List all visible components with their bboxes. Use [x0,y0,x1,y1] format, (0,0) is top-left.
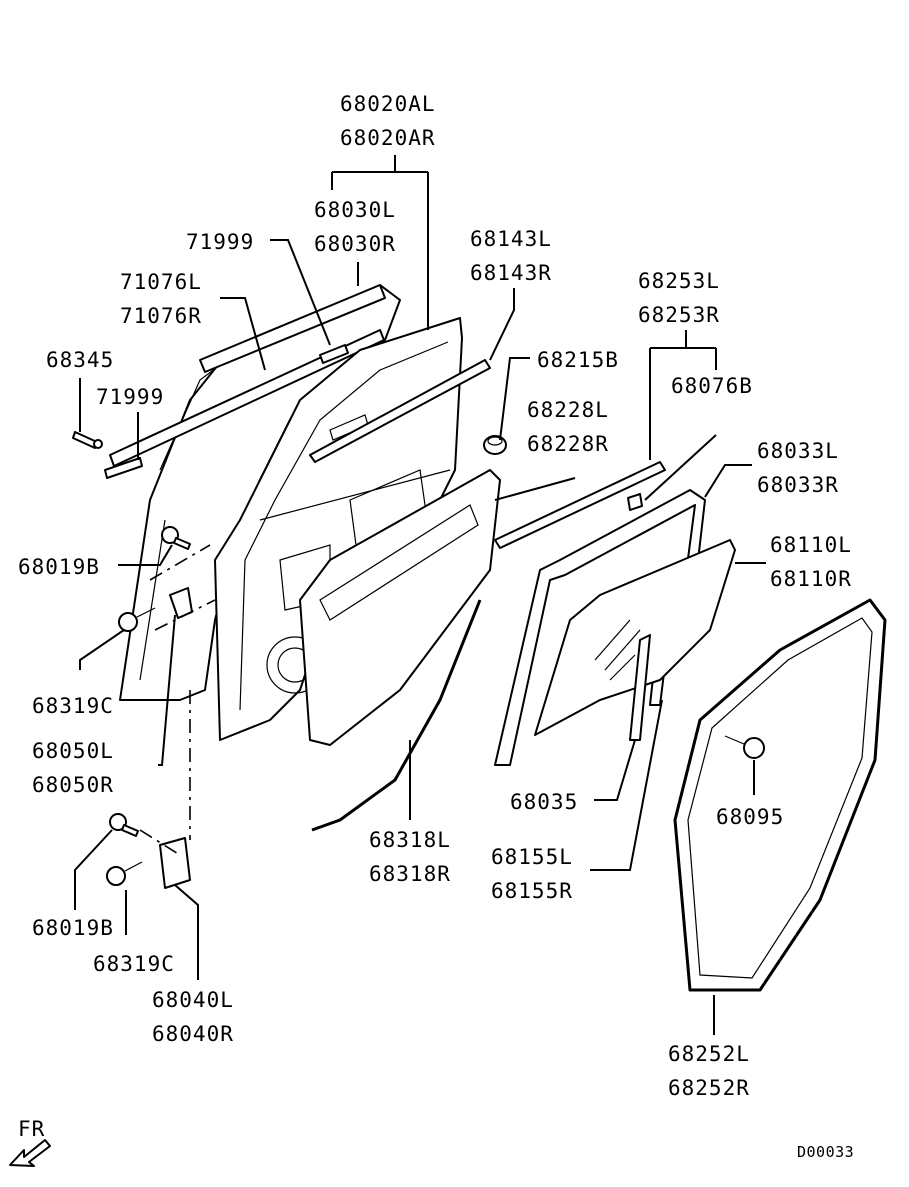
label-68019B-upper: 68019B [18,555,100,579]
screw-68319-upper [118,607,156,632]
grommet-68215 [483,435,507,455]
label-68076B: 68076B [671,374,753,398]
bolt-68019-lower [109,813,139,837]
label-68110L: 68110L [770,533,852,557]
assembly-dash-upper-hinge [149,544,211,581]
door-trim-board [299,469,501,746]
label-68319C-upper: 68319C [32,694,114,718]
front-direction-label: FR [18,1117,45,1141]
screw-68095 [724,735,765,759]
run-channel-68253 [494,489,706,766]
bolt-68019-upper [161,526,191,550]
clip-68076B [627,493,643,511]
label-68253L: 68253L [638,269,720,293]
label-68110R: 68110R [770,567,852,591]
label-71999-upper: 71999 [186,230,254,254]
door-glass-68110 [534,539,736,736]
clip-71999-lower [104,457,143,479]
label-68050R: 68050R [32,773,114,797]
seal-strip-68228 [494,461,666,549]
door-belt-molding [199,284,386,373]
label-68035: 68035 [510,790,578,814]
door-inner-frame [214,317,463,741]
label-68253R: 68253R [638,303,720,327]
label-68019B-lower: 68019B [32,916,114,940]
label-68252L: 68252L [668,1042,750,1066]
label-68318R: 68318R [369,862,451,886]
diagram-code: D00033 [797,1143,854,1161]
clip-71999-upper [319,344,349,364]
label-68143R: 68143R [470,261,552,285]
label-68319C-lower: 68319C [93,952,175,976]
screw-68319-lower [106,861,143,886]
label-71076L: 71076L [120,270,202,294]
label-68215B: 68215B [537,348,619,372]
leader-lines [74,155,766,1035]
label-68030L: 68030L [314,198,396,222]
door-weatherstrip-strip [109,329,385,467]
label-68030R: 68030R [314,232,396,256]
assembly-dash-mid-hinge [154,599,216,631]
label-68040L: 68040L [152,988,234,1012]
opening-weatherstrip-68252 [673,598,887,992]
label-68155R: 68155R [491,879,573,903]
label-68033R: 68033R [757,473,839,497]
label-68252R: 68252R [668,1076,750,1100]
label-68050L: 68050L [32,739,114,763]
label-68228L: 68228L [527,398,609,422]
label-68228R: 68228R [527,432,609,456]
label-68143L: 68143L [470,227,552,251]
label-68345: 68345 [46,348,114,372]
label-68095: 68095 [716,805,784,829]
label-68020AL: 68020AL [340,92,436,116]
label-68040R: 68040R [152,1022,234,1046]
label-68033L: 68033L [757,439,839,463]
window-regulator-channel-68035 [629,634,651,741]
bolt-68345 [72,431,103,449]
label-71076R: 71076R [120,304,202,328]
inner-weatherstrip-68143 [309,359,491,463]
hinge-68040 [159,837,191,889]
label-71999-lower: 71999 [96,385,164,409]
label-68155L: 68155L [491,845,573,869]
arrow-down-left-icon [9,1139,51,1167]
label-68020AR: 68020AR [340,126,436,150]
label-68318L: 68318L [369,828,451,852]
assembly-dash-lower-hinge [139,829,181,856]
weatherstrip-68318 [311,599,482,832]
